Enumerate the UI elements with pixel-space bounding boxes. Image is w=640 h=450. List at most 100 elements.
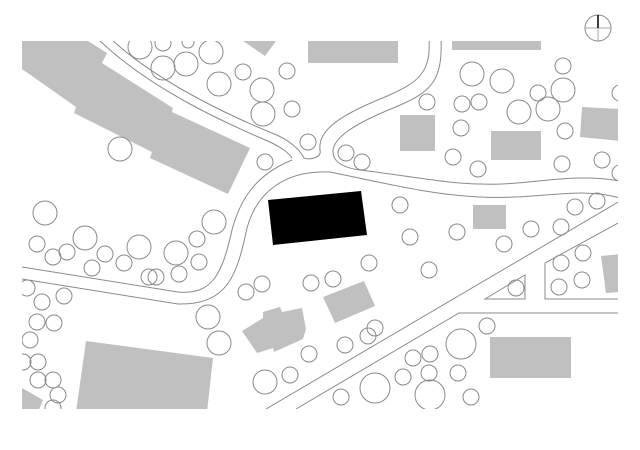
tree [281, 366, 299, 384]
tree [302, 274, 320, 292]
tree [469, 160, 487, 178]
tree [449, 364, 467, 382]
tree [462, 388, 480, 406]
tree [201, 209, 227, 235]
tree [28, 235, 46, 253]
tree [324, 270, 342, 288]
tree [127, 41, 153, 60]
road-edge [303, 41, 430, 160]
tree [574, 244, 592, 262]
tree [173, 51, 199, 77]
tree [359, 327, 377, 345]
tree [588, 192, 606, 210]
tree [448, 223, 466, 241]
tree [593, 151, 611, 169]
tree [190, 253, 208, 271]
tree [163, 240, 189, 266]
tree [147, 268, 165, 286]
tree [445, 328, 477, 360]
existing-buildings [22, 41, 618, 409]
tree [55, 287, 73, 305]
roads [22, 41, 618, 409]
tree [507, 279, 525, 297]
tree [29, 371, 47, 389]
tree [278, 62, 296, 80]
tree [336, 336, 354, 354]
tree [401, 228, 419, 246]
tree [353, 153, 371, 171]
tree [573, 271, 591, 289]
tree [195, 304, 221, 330]
tree [553, 155, 571, 173]
tree [96, 245, 114, 263]
building [473, 205, 506, 229]
tree [253, 275, 271, 293]
proposed-building [268, 191, 367, 245]
tree [126, 234, 152, 260]
tree [404, 349, 422, 367]
building [243, 41, 276, 56]
building [452, 41, 541, 50]
tree [332, 388, 350, 406]
building [308, 41, 398, 63]
tree [418, 93, 436, 111]
tree [206, 330, 232, 356]
tree [414, 379, 446, 409]
road-edge [265, 201, 618, 409]
tree [33, 293, 51, 311]
tree [256, 153, 274, 171]
tree [22, 331, 39, 349]
road-edge [22, 159, 293, 293]
tree [140, 268, 158, 286]
tree [554, 57, 572, 75]
tree [420, 261, 438, 279]
tree [44, 399, 62, 409]
tree [181, 41, 195, 49]
tree [552, 254, 570, 272]
tree [107, 136, 133, 162]
road-edge [112, 41, 305, 159]
tree [22, 353, 32, 371]
tree [337, 144, 355, 162]
tree [529, 84, 547, 102]
tree [360, 254, 378, 272]
tree [359, 372, 391, 404]
tree [459, 61, 485, 87]
tree [170, 265, 188, 283]
tree [556, 122, 574, 140]
tree [49, 386, 67, 404]
tree [250, 101, 276, 127]
tree [206, 71, 232, 97]
tree [150, 55, 176, 81]
trees [22, 41, 618, 409]
tree [611, 164, 618, 182]
building [491, 131, 541, 160]
tree [552, 218, 570, 236]
tree [234, 63, 252, 81]
tree [506, 99, 532, 125]
map-content [22, 41, 618, 409]
tree [478, 317, 496, 335]
building [76, 341, 213, 409]
tree [44, 371, 62, 389]
tree [522, 220, 540, 238]
tree [550, 278, 568, 296]
tree [28, 313, 46, 331]
road-edge [295, 312, 618, 409]
tree [550, 77, 576, 103]
tree [470, 93, 488, 111]
tree [45, 314, 63, 332]
tree [566, 198, 584, 216]
tree [444, 148, 462, 166]
tree [535, 96, 561, 122]
building [22, 388, 43, 409]
building [580, 107, 618, 141]
building [400, 115, 435, 151]
tree [198, 41, 224, 65]
tree [420, 364, 438, 382]
tree [611, 84, 618, 102]
building [242, 307, 306, 353]
tree [154, 41, 172, 52]
building [22, 41, 250, 194]
